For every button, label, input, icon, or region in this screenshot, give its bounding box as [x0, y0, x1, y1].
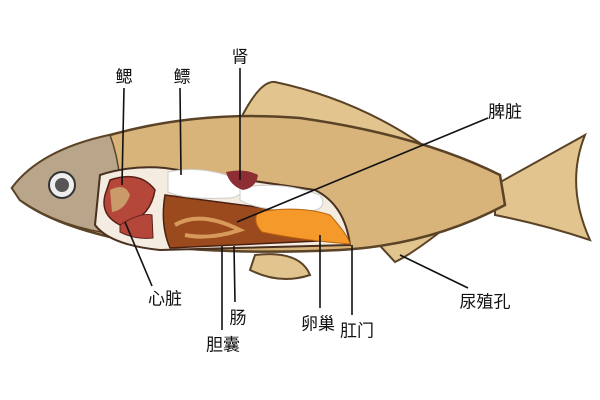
leader-heart: [124, 221, 153, 287]
label-anus: 肛门: [340, 321, 374, 342]
label-swim-bladder: 鳔: [173, 67, 191, 88]
label-kidney: 肾: [231, 47, 249, 68]
pelvic-fin: [248, 253, 312, 280]
swim-bladder-rear: [239, 184, 324, 213]
heart: [119, 214, 154, 239]
leader-swim-bladder: [179, 87, 182, 176]
label-spleen: 脾脏: [488, 102, 522, 123]
leader-lines: [121, 68, 489, 330]
label-gallbladder: 胆囊: [206, 335, 240, 356]
label-gill: 鳃: [115, 67, 133, 88]
label-ovary: 卵巢: [301, 314, 335, 335]
tail-fin: [494, 132, 592, 242]
leader-intestine: [233, 245, 236, 303]
gill-inner: [110, 186, 130, 212]
label-heart: 心脏: [148, 289, 182, 310]
leader-urogenital-pore: [399, 254, 469, 289]
ovary: [255, 208, 351, 245]
label-intestine: 肠: [229, 308, 247, 329]
label-urogenital-pore: 尿殖孔: [459, 292, 511, 313]
intestine-coils: [173, 216, 246, 239]
leader-gill: [121, 87, 125, 186]
leader-spleen: [236, 117, 489, 223]
pupil: [55, 178, 69, 192]
kidney: [226, 170, 258, 190]
